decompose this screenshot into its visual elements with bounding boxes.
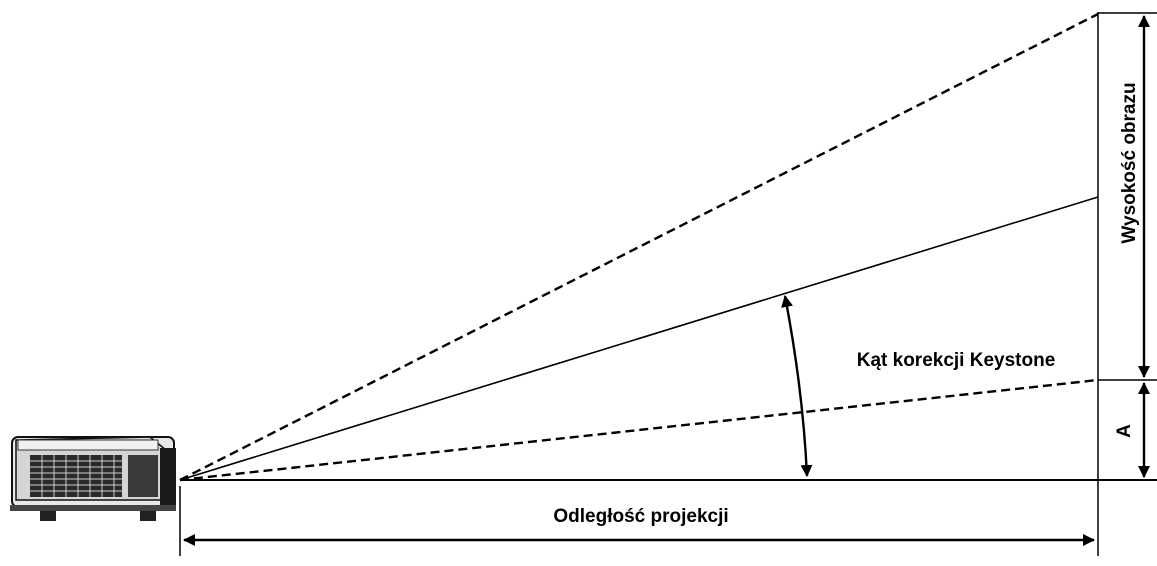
keystone-angle-arc [781, 295, 813, 477]
image-height-label: Wysokość obrazu [1119, 82, 1140, 243]
offset-label: A [1114, 424, 1135, 438]
projection-distance-label: Odległość projekcji [553, 506, 728, 527]
projector-icon [10, 436, 176, 521]
ray-center [179, 196, 1099, 481]
ray-bottom-dashed [179, 378, 1099, 482]
keystone-angle-label: Kąt korekcji Keystone [857, 350, 1056, 371]
ray-top-dashed [179, 12, 1099, 482]
